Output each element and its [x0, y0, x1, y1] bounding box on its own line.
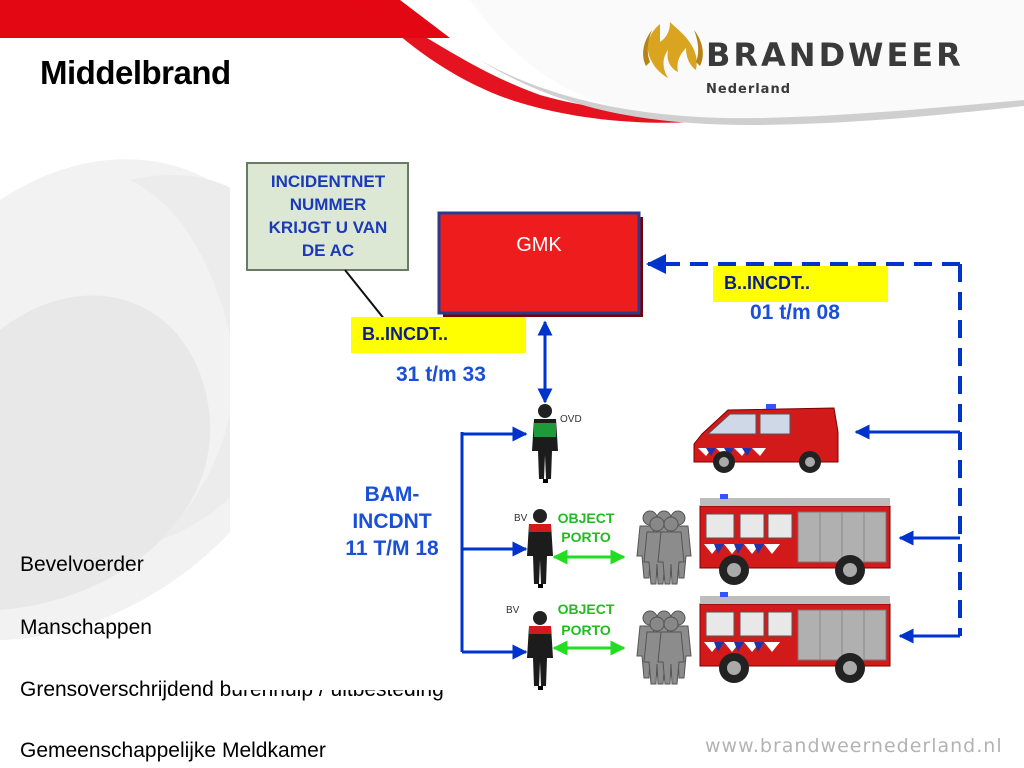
tag-right-label: B..INCDT.. — [724, 273, 810, 293]
note-pointer-line — [344, 269, 386, 321]
logo-subtext: Nederland — [706, 82, 792, 97]
header-grey-curve — [470, 0, 1024, 121]
top-red-bar — [0, 0, 450, 38]
ovd-officer — [532, 404, 558, 483]
crew-group — [636, 610, 692, 685]
bam-line: BAM- — [365, 483, 420, 506]
role-label-bv: BV — [506, 605, 520, 616]
bullet-item: Gemeenschappelijke Meldkamer — [20, 739, 326, 762]
top-red-wave — [360, 0, 720, 123]
bv-officer — [527, 611, 553, 690]
communication-diagram: INCIDENTNET NUMMER KRIJGT U VAN DE AC GM… — [230, 162, 974, 690]
porto-line: PORTO — [561, 529, 611, 545]
bullet-item: Bevelvoerder — [20, 553, 144, 576]
bam-line: 11 T/M 18 — [345, 537, 439, 560]
fire-truck — [699, 493, 891, 586]
fire-truck — [699, 591, 891, 684]
note-line: INCIDENTNET — [271, 172, 386, 191]
background-swirl — [0, 295, 211, 610]
porto-line: OBJECT — [558, 510, 615, 526]
range-left: 31 t/m 33 — [396, 363, 486, 386]
gmk-box — [437, 211, 641, 315]
ovd-van — [693, 404, 839, 473]
tag-left-label: B..INCDT.. — [362, 324, 448, 344]
logo-text: BRANDWEER — [706, 36, 964, 74]
role-label-ovd: OVD — [560, 414, 582, 425]
gmk-label: GMK — [516, 234, 562, 256]
porto-line: OBJECT — [558, 601, 615, 617]
porto-line: PORTO — [561, 622, 611, 638]
header-shadow-curve — [480, 60, 1024, 126]
tag-left — [351, 317, 526, 353]
crew-group — [636, 510, 692, 585]
slide-title: Middelbrand — [40, 54, 231, 91]
bullet-item: Manschappen — [20, 616, 152, 639]
brandweer-logo-emblem — [643, 22, 703, 78]
role-label-bv: BV — [514, 513, 528, 524]
tag-right — [713, 266, 888, 302]
note-box — [246, 162, 409, 271]
footer-url: www.brandweernederland.nl — [705, 735, 1003, 757]
note-line: DE AC — [302, 241, 354, 260]
note-line: KRIJGT U VAN — [269, 218, 388, 237]
bv-officer — [527, 509, 553, 588]
bam-line: INCDNT — [352, 510, 431, 533]
range-right: 01 t/m 08 — [750, 301, 840, 324]
note-line: NUMMER — [290, 195, 367, 214]
